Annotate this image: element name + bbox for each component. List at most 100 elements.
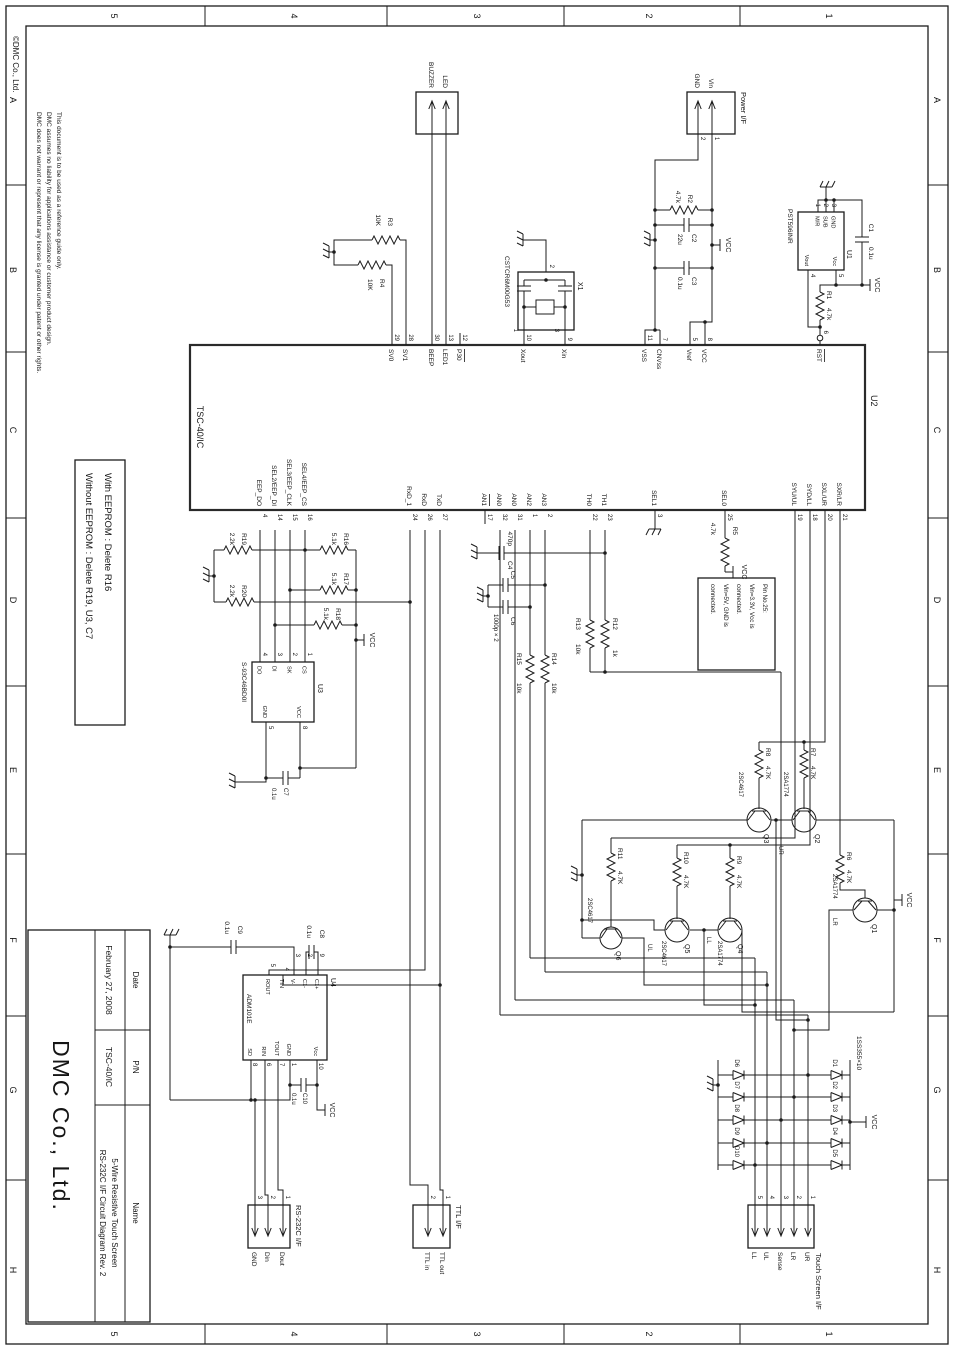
- zone-col: F: [8, 937, 18, 943]
- d1-ref: D1: [831, 1059, 837, 1067]
- pin-num: 3: [256, 1196, 262, 1200]
- note-line: With EEPROM : Delete R16: [102, 473, 113, 591]
- q3-part: 2SC4617: [737, 772, 743, 798]
- analog-section: 470p C4 C5 C6 1000p × 2 R12 1k R13 10k R…: [470, 530, 808, 1016]
- r18-val: 5.1k: [322, 608, 329, 621]
- pin-num: 27: [441, 514, 447, 521]
- vcc-label: VCC: [905, 893, 912, 908]
- note-line: Vin=3.3V, Vcc is: [748, 584, 755, 629]
- vcc-label: VCC: [873, 278, 880, 293]
- ttl-connector: TTL I/F 1 2 TTL out TTL in: [412, 1196, 463, 1274]
- q6-body: [599, 926, 623, 950]
- r8-val: 4.7K: [764, 766, 771, 780]
- pin-name: SXL/UR: [820, 483, 827, 507]
- pin-num: 5: [267, 726, 273, 730]
- r17-ref: R17: [342, 573, 349, 585]
- pin-num: 12: [461, 334, 467, 341]
- c4-val: 470p: [506, 532, 513, 547]
- d6-ref: D6: [733, 1059, 739, 1067]
- q1-part: 2SA1774: [831, 874, 837, 899]
- r14-ref: R14: [550, 653, 557, 665]
- vcc-label: VCC: [724, 238, 731, 253]
- pin-num: 6: [822, 331, 828, 335]
- pin-num: 22: [591, 514, 597, 521]
- r1-val: 4.7k: [825, 308, 832, 321]
- pin-name: AN0: [495, 493, 502, 506]
- r7-val: 4.7K: [809, 766, 816, 780]
- pin-name: Xin: [560, 349, 567, 359]
- rst-open-drain-circle: [816, 334, 824, 342]
- pin-label: Din: [263, 1252, 270, 1262]
- c7-ref: C7: [282, 788, 288, 796]
- pin-name: SV1: [401, 349, 408, 362]
- pin-name: AN0: [510, 493, 517, 506]
- pin-label: TTL in: [423, 1252, 430, 1271]
- pin-num: 5: [837, 274, 843, 278]
- pin-name: DI: [271, 666, 277, 672]
- pin-num: 7: [278, 1063, 284, 1067]
- pin-name: CNVss: [655, 349, 662, 370]
- pin-name: VCC: [700, 349, 707, 363]
- r16-ref: R16: [342, 533, 349, 545]
- pin-name: CS: [301, 666, 307, 674]
- title-block: Date P/N Name February 27, 2008 TSC-40/I…: [27, 929, 151, 1323]
- zone-col: C: [8, 427, 18, 434]
- zone-col: E: [8, 767, 18, 773]
- pin-name: C1-: [301, 979, 307, 988]
- pin-num: 5: [756, 1196, 762, 1200]
- pin-num: 7: [661, 338, 667, 342]
- pin-name: Vref: [685, 349, 692, 361]
- pin-name: SEL1: [650, 490, 657, 506]
- pin-name: Vcc: [831, 257, 837, 267]
- disclaimer-line: DMC does not warrant or represent that a…: [35, 112, 42, 373]
- company-name: DMC Co., Ltd.: [48, 1040, 74, 1212]
- name-value-2: RS-232C I/F Circuit Diagram Rev. 2: [98, 1150, 107, 1277]
- zone-row: 3: [472, 13, 482, 18]
- q2-ref: Q2: [813, 834, 820, 843]
- pin-num: 21: [841, 514, 847, 521]
- c8-val: 0.1u: [305, 925, 312, 938]
- q4-body: [717, 917, 743, 943]
- c1-val: 0.1u: [867, 247, 874, 260]
- pin-num: 15: [291, 514, 297, 521]
- pin-name: SV0: [387, 349, 394, 362]
- c10-ref: C10: [301, 1093, 307, 1105]
- pin-num: 2: [795, 1196, 801, 1200]
- r12-val: 1k: [611, 650, 618, 658]
- touch-title: Touch Screen I/F: [814, 1253, 823, 1310]
- d8-ref: D8: [733, 1104, 739, 1112]
- zone-col: A: [8, 97, 18, 103]
- c5-ref: C5: [509, 571, 516, 580]
- pin-num: 1: [512, 329, 518, 333]
- zone-row: 5: [109, 1331, 119, 1336]
- u1-part: PST596INR: [786, 209, 793, 244]
- c3-val: 0.1u: [676, 277, 683, 290]
- pin-name: SYU/UL: [790, 483, 797, 507]
- pin-num: 1: [284, 1196, 290, 1200]
- pin-name: SEL0: [720, 490, 727, 506]
- pin-num: 25: [726, 514, 732, 521]
- q6-ref: Q6: [614, 951, 621, 960]
- r12-ref: R12: [611, 618, 618, 630]
- q1-body: [852, 897, 878, 923]
- pin-name: SXR/LR: [835, 483, 842, 507]
- r2-ref: R2: [686, 195, 693, 204]
- pin-num: 29: [393, 334, 399, 341]
- r8-ref: R8: [764, 748, 771, 757]
- pin-num: 32: [501, 514, 507, 521]
- zone-col: E: [932, 767, 942, 773]
- r5-ref: R5: [731, 527, 738, 536]
- rs232-title: RS-232C I/F: [294, 1205, 303, 1247]
- r19-val: 2.2k: [228, 533, 235, 546]
- pin-name: GND: [285, 1044, 291, 1056]
- net-ur: UR: [777, 846, 783, 855]
- pin-num: 1: [531, 514, 537, 518]
- pin-name: V-: [289, 979, 295, 984]
- pin-name: TOUT: [273, 1041, 279, 1057]
- q6-part: 2SC4617: [586, 898, 592, 924]
- pin-num: 30: [433, 334, 439, 341]
- vcc-label: VCC: [740, 565, 747, 580]
- c9-ref: C9: [236, 926, 243, 935]
- pin-num: 20: [826, 514, 832, 521]
